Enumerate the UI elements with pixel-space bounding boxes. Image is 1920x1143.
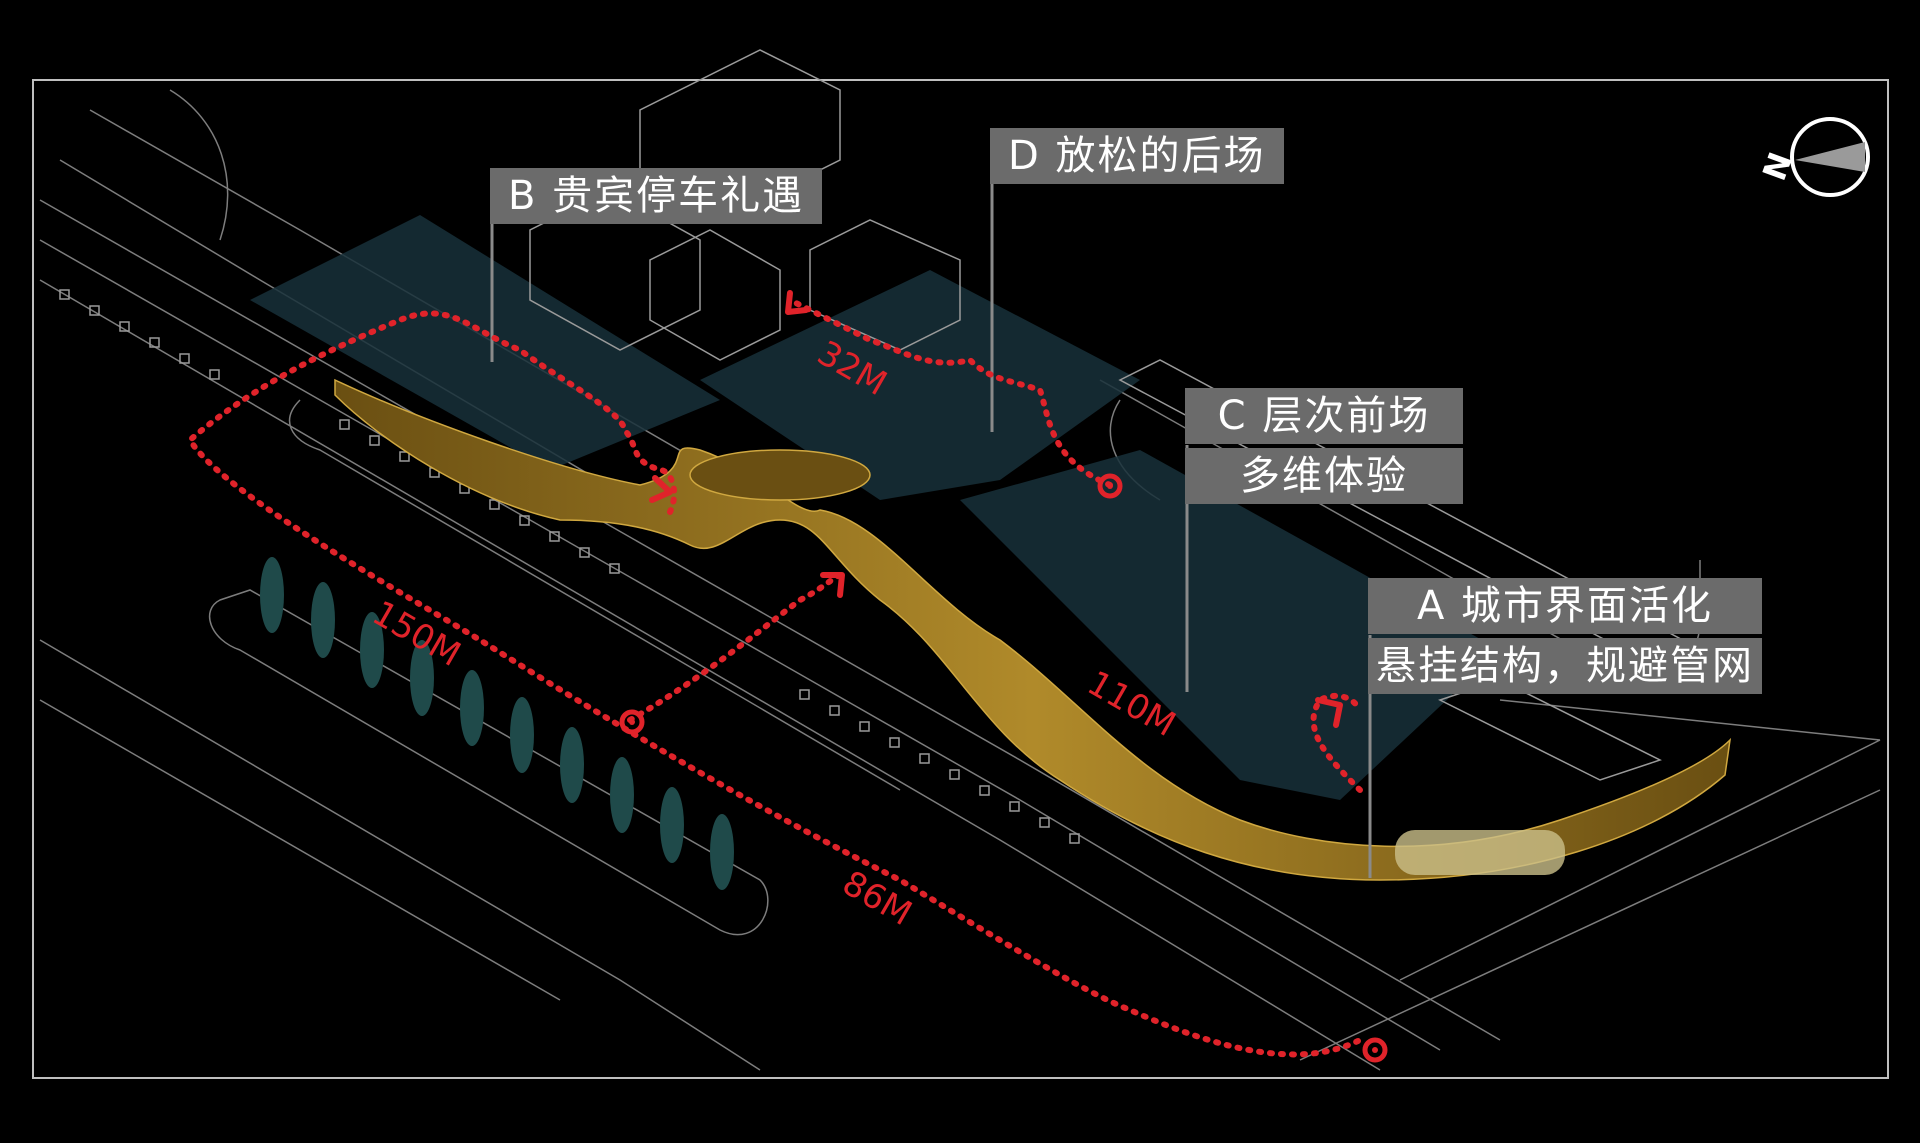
label-b-vip-parking: B 贵宾停车礼遇	[490, 168, 823, 224]
label-a-urban-interface: A 城市界面活化	[1368, 578, 1762, 634]
zone-c-forecourt	[960, 450, 1500, 800]
label-d-backyard: D 放松的后场	[990, 128, 1284, 184]
zone-d-backyard	[700, 270, 1140, 500]
label-c-experience: 多维体验	[1185, 448, 1463, 504]
canopy-head	[689, 449, 871, 501]
compass-ring	[1790, 117, 1870, 197]
compass-needle-icon	[1795, 142, 1865, 172]
north-compass: N	[1755, 117, 1870, 197]
label-a-suspended-structure: 悬挂结构，规避管网	[1368, 638, 1762, 694]
drawing-frame	[32, 79, 1889, 1079]
tree-row	[260, 557, 734, 890]
label-c-forecourt: C 层次前场	[1185, 388, 1463, 444]
route-origin-dots	[629, 483, 1378, 1053]
canopy-entrance	[1395, 830, 1565, 875]
zone-b-parking	[250, 215, 720, 470]
route-arrowheads	[649, 290, 1343, 728]
circulation-routes	[186, 297, 1363, 1058]
route-origins	[619, 473, 1388, 1063]
distance-86m: 86M	[836, 863, 919, 934]
